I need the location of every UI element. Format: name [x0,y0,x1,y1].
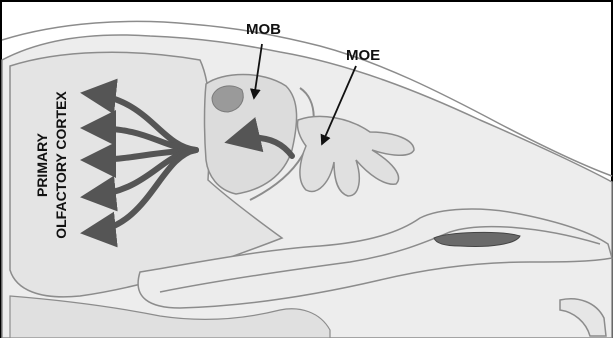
cortex-label-line1: PRIMARY [34,132,50,197]
moe-label: MOE [346,47,380,64]
mob-label: MOB [246,21,281,38]
cortex-label-line2: OLFACTORY CORTEX [53,91,69,239]
